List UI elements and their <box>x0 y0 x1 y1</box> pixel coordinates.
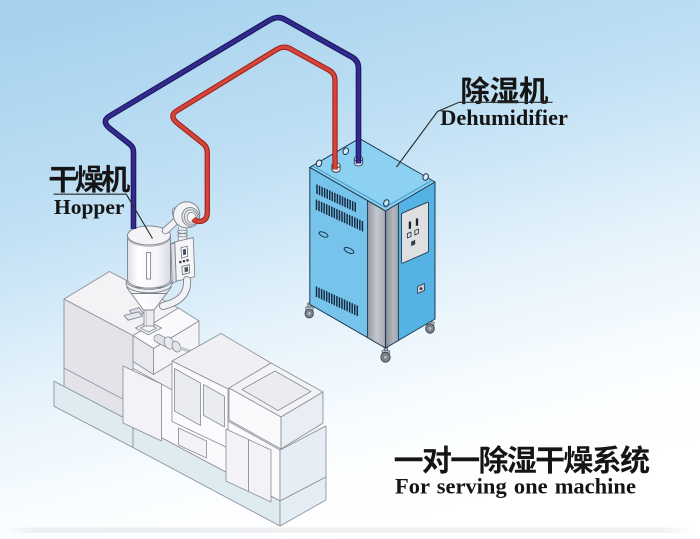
svg-text:Hopper: Hopper <box>54 195 125 219</box>
svg-text:For serving one machine: For serving one machine <box>395 474 636 499</box>
svg-text:Dehumidifier: Dehumidifier <box>440 105 568 130</box>
